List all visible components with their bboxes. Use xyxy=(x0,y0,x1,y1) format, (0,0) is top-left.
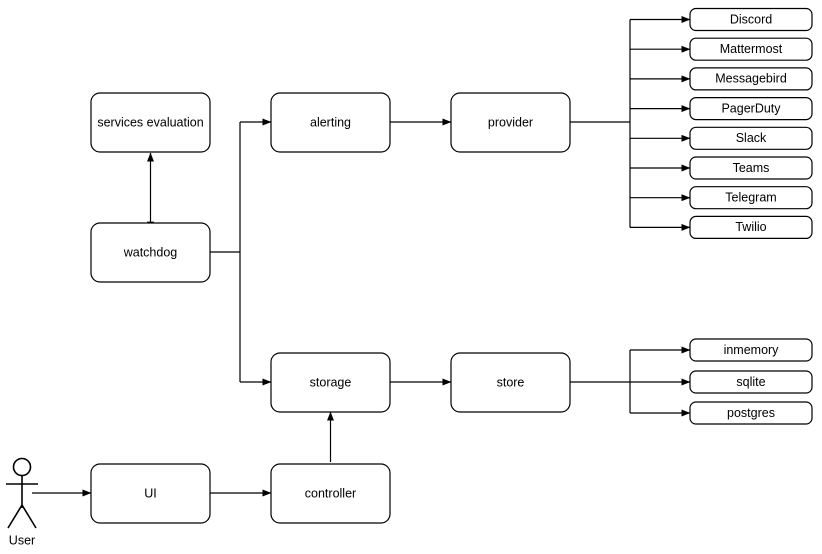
node-storage[interactable]: storage xyxy=(270,352,391,413)
node-provider[interactable]: provider xyxy=(450,92,571,153)
node-mattermost-label: Mattermost xyxy=(720,42,783,56)
node-telegram-box[interactable] xyxy=(689,186,813,210)
node-watchdog-label: watchdog xyxy=(123,245,178,259)
node-discord[interactable]: Discord xyxy=(689,7,813,32)
node-teams-box[interactable] xyxy=(689,156,813,180)
node-controller[interactable]: controller xyxy=(270,463,391,524)
node-sqlite[interactable]: sqlite xyxy=(689,370,813,394)
node-teams[interactable]: Teams xyxy=(689,156,813,180)
node-messagebird[interactable]: Messagebird xyxy=(689,67,813,91)
node-ui[interactable]: UI xyxy=(90,463,211,524)
node-pagerduty-box[interactable] xyxy=(689,96,813,121)
node-messagebird-box[interactable] xyxy=(689,67,813,91)
actor-leg-left-icon xyxy=(7,504,23,529)
node-store-label: store xyxy=(497,375,525,389)
node-pagerduty-label: PagerDuty xyxy=(721,101,781,115)
node-mattermost[interactable]: Mattermost xyxy=(689,37,813,61)
actor-user[interactable]: User xyxy=(6,457,38,548)
actor-head-icon xyxy=(12,457,32,477)
actor-user-label: User xyxy=(9,533,35,547)
node-inmemory-label: inmemory xyxy=(724,343,780,357)
node-slack[interactable]: Slack xyxy=(689,126,813,150)
node-alerting[interactable]: alerting xyxy=(270,92,391,153)
store-targets-group: inmemory sqlite postgres xyxy=(689,338,813,425)
node-postgres-label: postgres xyxy=(727,406,775,420)
node-controller-label: controller xyxy=(305,486,356,500)
node-slack-box[interactable] xyxy=(689,126,813,150)
node-mattermost-box[interactable] xyxy=(689,37,813,61)
edges-layer xyxy=(32,16,691,497)
node-ui-label: UI xyxy=(144,486,157,500)
node-store-box[interactable] xyxy=(450,352,571,413)
node-twilio-label: Twilio xyxy=(735,220,766,234)
node-messagebird-label: Messagebird xyxy=(715,72,787,86)
node-storage-box[interactable] xyxy=(270,352,391,413)
node-alerting-box[interactable] xyxy=(270,92,391,153)
node-alerting-label: alerting xyxy=(310,115,351,129)
node-ui-box[interactable] xyxy=(90,463,211,524)
node-discord-box[interactable] xyxy=(689,7,813,32)
node-watchdog-box[interactable] xyxy=(90,222,211,283)
node-telegram-label: Telegram xyxy=(725,190,776,204)
node-twilio-box[interactable] xyxy=(689,215,813,239)
node-teams-label: Teams xyxy=(733,161,770,175)
node-pagerduty[interactable]: PagerDuty xyxy=(689,96,813,121)
node-watchdog[interactable]: watchdog xyxy=(90,222,211,283)
node-provider-box[interactable] xyxy=(450,92,571,153)
node-postgres[interactable]: postgres xyxy=(689,401,813,425)
node-storage-label: storage xyxy=(310,375,352,389)
node-store[interactable]: store xyxy=(450,352,571,413)
actor-leg-right-icon xyxy=(21,504,37,529)
node-postgres-box[interactable] xyxy=(689,401,813,425)
node-services-evaluation[interactable]: services evaluation xyxy=(90,92,211,153)
node-controller-box[interactable] xyxy=(270,463,391,524)
node-provider-label: provider xyxy=(488,115,533,129)
provider-targets-group: Discord Mattermost Messagebird PagerDuty… xyxy=(689,7,813,239)
node-discord-label: Discord xyxy=(730,12,772,26)
node-slack-label: Slack xyxy=(736,131,767,145)
node-services-evaluation-box[interactable] xyxy=(90,92,211,153)
node-inmemory-box[interactable] xyxy=(689,338,813,362)
node-inmemory[interactable]: inmemory xyxy=(689,338,813,362)
node-services-evaluation-label: services evaluation xyxy=(97,115,203,129)
node-sqlite-box[interactable] xyxy=(689,370,813,394)
node-sqlite-label: sqlite xyxy=(736,375,765,389)
node-telegram[interactable]: Telegram xyxy=(689,186,813,210)
node-twilio[interactable]: Twilio xyxy=(689,215,813,239)
